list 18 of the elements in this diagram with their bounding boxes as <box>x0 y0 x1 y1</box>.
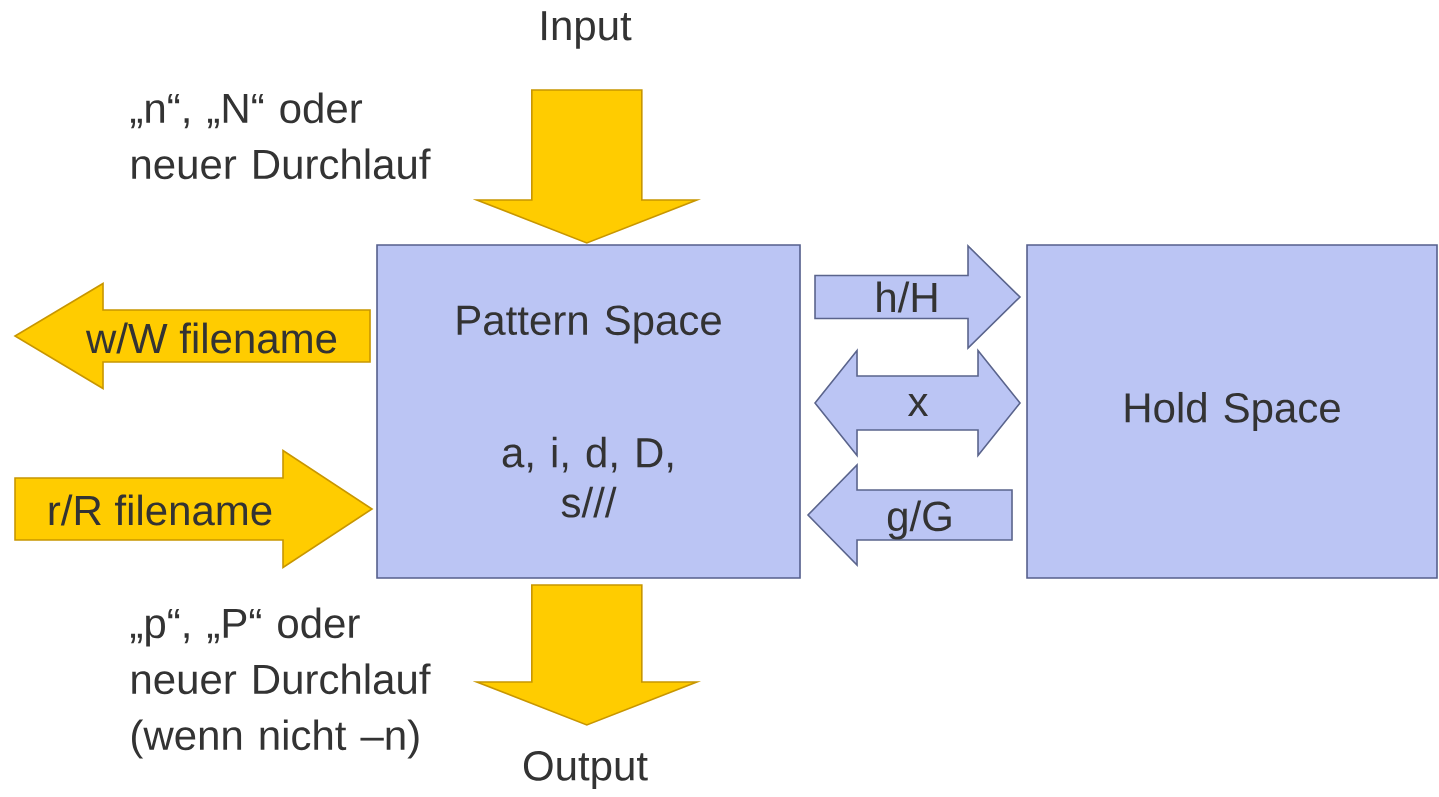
edge-label: „p“, „P“ oder neuer Durchlauf (wenn nicht –n) <box>125 603 444 763</box>
block-arrow <box>806 463 1013 567</box>
edge-label: h/H <box>877 281 937 313</box>
block-arrow <box>472 89 702 244</box>
flow-label: Output <box>523 750 648 789</box>
space-box: Hold Space <box>1026 244 1438 579</box>
edge-label: „n“, „N“ oder neuer Durchlauf <box>125 88 444 184</box>
edge-label: r/R filename <box>49 494 272 526</box>
edge-label: w/W filename <box>85 322 337 354</box>
flow-label: Input <box>542 11 632 49</box>
space-box: Pattern Space a, i, d, D, s/// <box>376 244 801 579</box>
block-arrow <box>13 282 371 390</box>
edge-label: x <box>908 393 929 417</box>
block-arrow <box>14 449 374 569</box>
block-arrow <box>814 244 1022 350</box>
block-arrow <box>814 348 1022 458</box>
block-arrow <box>472 584 702 726</box>
edge-label: g/G <box>887 500 951 540</box>
